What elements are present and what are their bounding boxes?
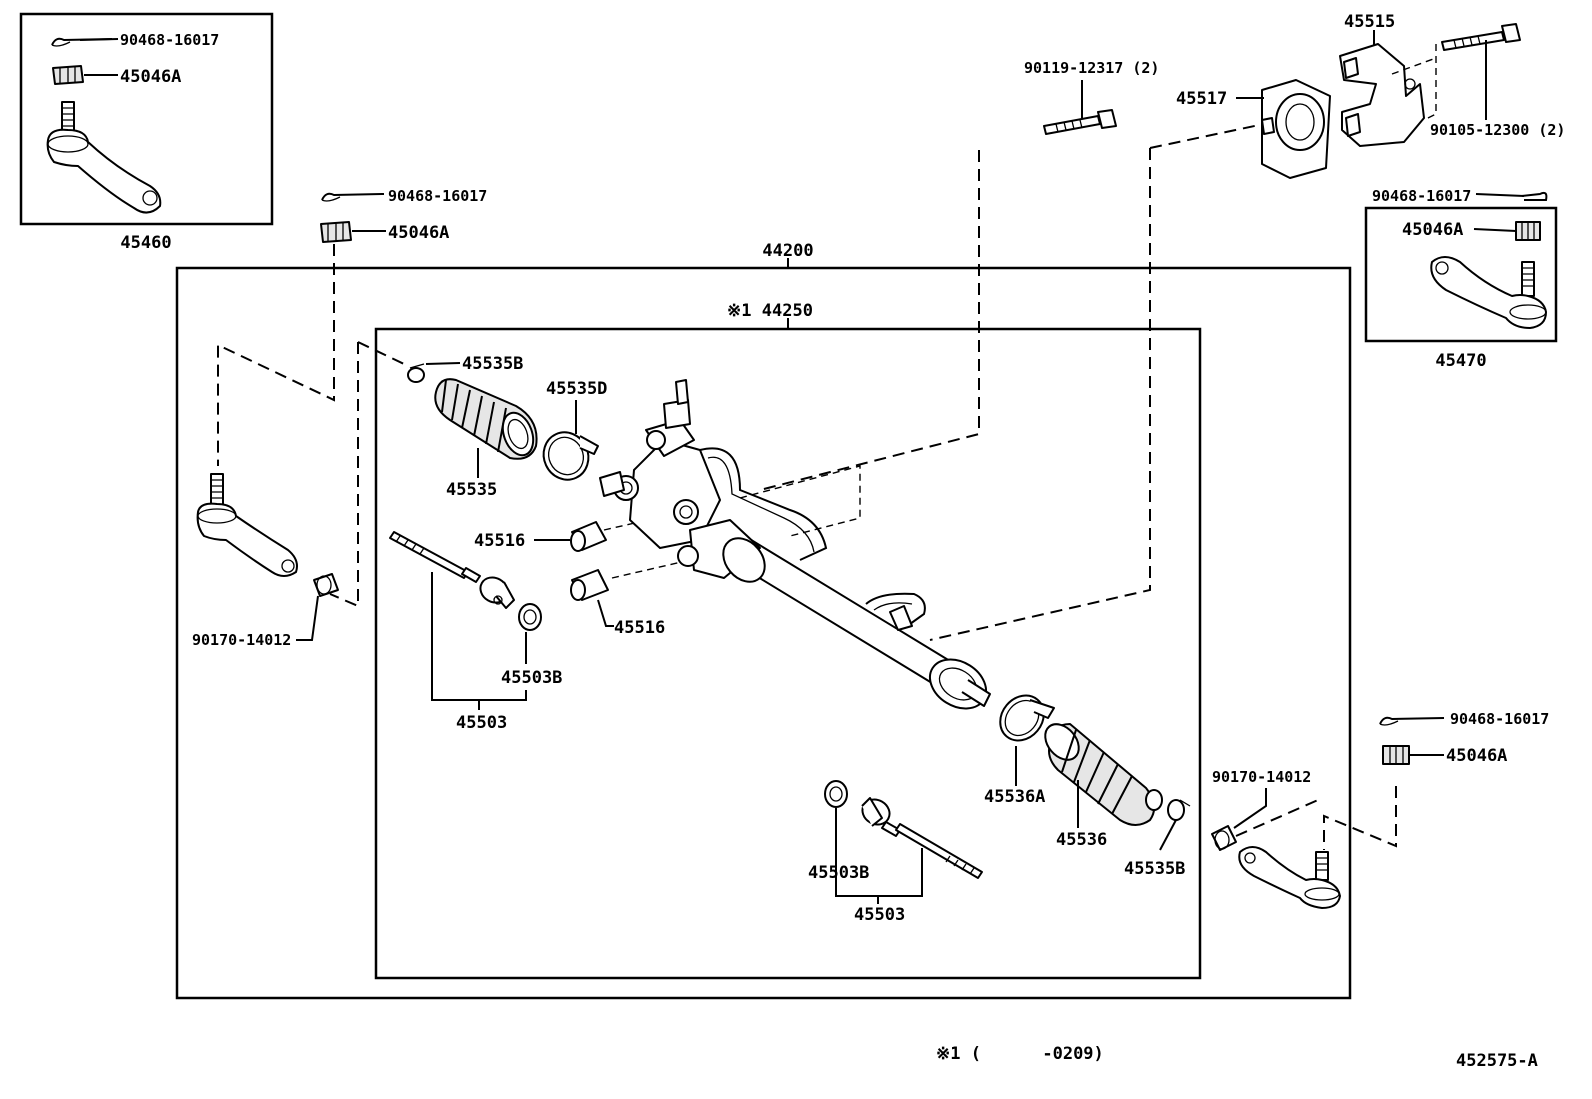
footnote: ※1 ( -0209): [936, 1044, 1104, 1064]
lock-washer-icon: [824, 780, 848, 808]
boot-clamp-icon: [407, 363, 425, 383]
label-45503b-a: 45503B: [501, 668, 562, 688]
leader-45046a-c: [1473, 228, 1517, 232]
label-45460: 45460: [120, 233, 171, 253]
bolt-icon: [1441, 23, 1521, 51]
label-90119-12317: 90119-12317 (2): [1024, 59, 1159, 77]
cotter-pin-icon: [321, 192, 385, 202]
label-45503b-b: 45503B: [808, 863, 869, 883]
dash-guide-45515-top: [1391, 57, 1437, 75]
figure-id: 452575-A: [1456, 1051, 1538, 1071]
dash-guide-left-top: [357, 341, 405, 365]
label-45536: 45536: [1056, 830, 1107, 850]
label-45535b-b: 45535B: [1124, 859, 1185, 879]
label-90468-16017-a: 90468-16017: [120, 31, 219, 49]
tie-rod-end-icon: [1238, 846, 1341, 909]
label-90468-16017-d: 90468-16017: [1450, 710, 1549, 728]
leader-45516-b: [597, 599, 614, 627]
castle-nut-icon: [52, 65, 84, 85]
grommet-icon: [570, 569, 609, 601]
dash-guide-grommet: [611, 559, 691, 579]
castle-nut-icon: [1382, 745, 1410, 765]
boot-clamp-icon: [542, 431, 599, 481]
tie-rod-end-icon: [1430, 256, 1547, 329]
rack-boot-icon: [434, 378, 538, 460]
label-45535d: 45535D: [546, 379, 607, 399]
boot-clamp-icon: [1167, 799, 1191, 821]
box-45470-kit: [1364, 206, 1558, 343]
box-45460-kit: [19, 12, 274, 226]
mounting-grommet-icon: [1261, 79, 1331, 179]
castle-nut-icon: [320, 221, 352, 243]
tie-rod-end-icon: [46, 101, 162, 214]
box-44200-assembly: [175, 266, 1352, 1000]
dash-guide-45515-right: [1423, 44, 1437, 121]
dash-guide-left-bushing: [329, 342, 359, 608]
label-45516-b: 45516: [614, 618, 665, 638]
tie-rod-end-icon: [196, 473, 298, 577]
rack-boot-icon: [1044, 723, 1163, 826]
mounting-bracket-icon: [1339, 43, 1425, 147]
label-45503-b: 45503: [854, 905, 905, 925]
dash-guide-right-bushing: [1235, 799, 1319, 837]
label-45046a-b: 45046A: [388, 223, 449, 243]
label-45516-a: 45516: [474, 531, 525, 551]
label-45517: 45517: [1176, 89, 1227, 109]
leader-90468-a: [79, 38, 119, 41]
label-44250: ※1 44250: [727, 301, 813, 321]
cotter-pin-icon: [1379, 716, 1445, 726]
bushing-icon: [1211, 825, 1237, 851]
dash-guide-bracket-right: [929, 148, 1151, 641]
cotter-pin-icon: [1521, 191, 1548, 201]
label-45046a-c: 45046A: [1402, 220, 1463, 240]
label-45535: 45535: [446, 480, 497, 500]
bushing-icon: [313, 573, 339, 597]
label-90468-16017-b: 90468-16017: [388, 187, 487, 205]
cotter-pin-icon: [51, 37, 113, 47]
tie-rod-inner-icon: [389, 531, 515, 609]
label-90468-16017-c: 90468-16017: [1372, 187, 1471, 205]
leader-45535b-b: [1159, 819, 1177, 851]
label-45535b-a: 45535B: [462, 354, 523, 374]
leader-90468-c: [1475, 193, 1525, 197]
label-44200: 44200: [762, 241, 813, 261]
label-45536a: 45536A: [984, 787, 1045, 807]
label-45503-a: 45503: [456, 713, 507, 733]
grommet-icon: [570, 521, 607, 552]
label-45046a-d: 45046A: [1446, 746, 1507, 766]
label-45470: 45470: [1435, 351, 1486, 371]
dash-guide-right-nut: [1323, 786, 1397, 850]
dash-guide-45517: [1149, 123, 1265, 149]
label-45046a-a: 45046A: [120, 67, 181, 87]
castle-nut-icon: [1515, 221, 1541, 241]
label-90170-14012-a: 90170-14012: [192, 631, 291, 649]
label-45515: 45515: [1344, 12, 1395, 32]
leader-90170-b: [1233, 788, 1267, 829]
lock-washer-icon: [518, 603, 542, 631]
dash-guide-left-nut: [217, 244, 335, 466]
dash-guide-bracket-left: [739, 465, 861, 537]
bolt-icon: [1043, 109, 1117, 135]
leader-45535b-a: [425, 362, 461, 365]
leader-90170-a: [296, 595, 319, 641]
boot-clamp-icon: [999, 694, 1055, 742]
label-90105-12300: 90105-12300 (2): [1430, 121, 1565, 139]
label-90170-14012-b: 90170-14012: [1212, 768, 1311, 786]
tie-rod-inner-icon: [861, 797, 983, 879]
steering-gear-housing-icon: [599, 379, 991, 710]
